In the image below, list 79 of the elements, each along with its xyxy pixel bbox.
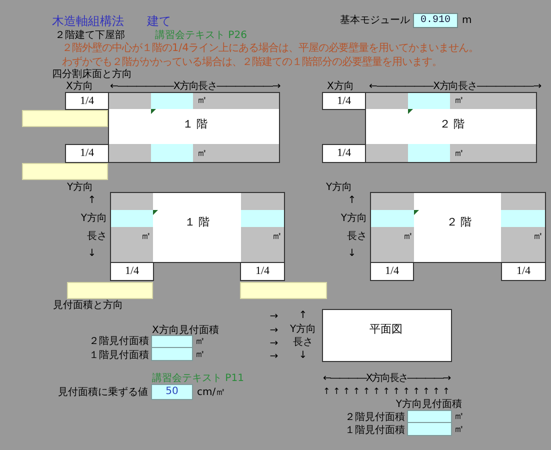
- unit-label: ㎡: [454, 94, 464, 106]
- section-heading: ２階建て下屋部: [55, 28, 125, 42]
- input-field: [111, 210, 153, 227]
- input-field: [408, 93, 450, 109]
- unit-label: ㎡: [454, 410, 464, 422]
- floor-plan-box: [108, 92, 280, 163]
- note-text: わずかでも２階がかかっている場合は、２階建ての１階部分の必要壁量を用います。: [62, 55, 442, 68]
- floor-label: ２ 階: [446, 214, 472, 230]
- field-label: 基本モジュール: [340, 14, 410, 26]
- unit-label: ㎡: [141, 230, 151, 242]
- floor-plan-box: [365, 92, 537, 163]
- input-field: [22, 110, 108, 127]
- subtitle: 建て: [147, 13, 171, 29]
- row-label: ２階見付面積: [89, 334, 149, 348]
- quarter-cell: 1/4: [240, 262, 285, 281]
- input-field: [371, 210, 414, 227]
- axis-label: X方向: [66, 80, 93, 92]
- column-heading: X方向見付面積: [152, 324, 219, 336]
- floor-label: ２ 階: [439, 116, 465, 132]
- axis-label: Y方向: [67, 180, 94, 194]
- dimension-text: ↑Y方向長さ↓: [340, 194, 367, 262]
- column-heading: Y方向見付面積: [396, 398, 462, 410]
- input-field: [407, 422, 452, 436]
- input-field: [151, 93, 193, 109]
- unit-label: ㎡: [403, 230, 413, 242]
- dimension-text: ↑Y方向長さ↓: [288, 309, 318, 363]
- axis-label: X方向: [327, 80, 354, 92]
- section-heading: 四分割床面と方向: [52, 68, 132, 80]
- unit-label: ㎡: [197, 146, 207, 160]
- row-label: ２階見付面積: [345, 410, 405, 424]
- input-field: [408, 144, 450, 162]
- quarter-cell: 1/4: [110, 262, 154, 281]
- input-field: [501, 210, 545, 227]
- reference-note: 講習会テキスト P26: [155, 28, 247, 42]
- section-heading: 見付面積と方向: [53, 298, 123, 312]
- quarter-cell: 1/4: [370, 262, 414, 281]
- floor-label: １ 階: [184, 214, 210, 230]
- unit-label: ㎡: [272, 230, 282, 242]
- unit-label: m: [462, 14, 472, 26]
- input-field: [241, 210, 284, 227]
- input-field: 0.910: [413, 13, 458, 28]
- unit-label: ㎡: [454, 146, 464, 160]
- floor-plan-box: [370, 192, 546, 263]
- reference-note: 講習会テキスト P11: [152, 372, 244, 384]
- dimension-text: ↑Y方向長さ↓: [80, 194, 107, 262]
- floor-plan-box: [110, 192, 285, 263]
- unit-label: ㎡: [195, 334, 205, 348]
- arrow-row: ↑ ↑ ↑ ↑ ↑ ↑ ↑ ↑ ↑ ↑ ↑ ↑ ↑: [323, 386, 450, 398]
- input-field: [240, 282, 327, 299]
- unit-label: ㎡: [197, 94, 207, 106]
- unit-label: ㎡: [195, 348, 205, 360]
- dimension-text: ←――――――X方向長さ――――――→: [369, 80, 541, 92]
- quarter-cell: 1/4: [322, 92, 366, 110]
- note-text: ２階外壁の中心が１階の1/4ライン上にある場合は、平屋の必要壁量を用いてかまいません。: [62, 41, 479, 55]
- quarter-cell: 1/4: [322, 144, 366, 163]
- dimension-text: ←――――――X方向長さ――――――→: [110, 80, 280, 92]
- plan-view-label: 平面図: [370, 322, 402, 336]
- input-field: [151, 335, 193, 348]
- unit-label: ㎡: [454, 422, 464, 436]
- input-field: [151, 347, 193, 361]
- input-field: [22, 163, 108, 180]
- quarter-cell: 1/4: [501, 262, 546, 281]
- input-field: [407, 410, 452, 423]
- plan-view-box: [322, 309, 452, 362]
- row-label: １階見付面積: [89, 348, 149, 362]
- unit-label: cm/㎡: [197, 386, 226, 398]
- arrow-column: → → → →: [270, 310, 278, 364]
- field-label: 見付面積に乗ずる値: [58, 386, 148, 398]
- dimension-text: ←――――X方向長さ――――→: [323, 372, 450, 384]
- floor-label: １ 階: [182, 116, 208, 132]
- input-field: [67, 282, 153, 299]
- unit-label: ㎡: [533, 230, 543, 242]
- input-field: [151, 144, 193, 162]
- axis-label: Y方向: [326, 180, 352, 194]
- quarter-cell: 1/4: [65, 92, 109, 110]
- input-field: 50: [151, 384, 193, 400]
- title: 木造軸組構法: [52, 13, 124, 29]
- row-label: １階見付面積: [345, 424, 405, 436]
- quarter-cell: 1/4: [65, 144, 109, 163]
